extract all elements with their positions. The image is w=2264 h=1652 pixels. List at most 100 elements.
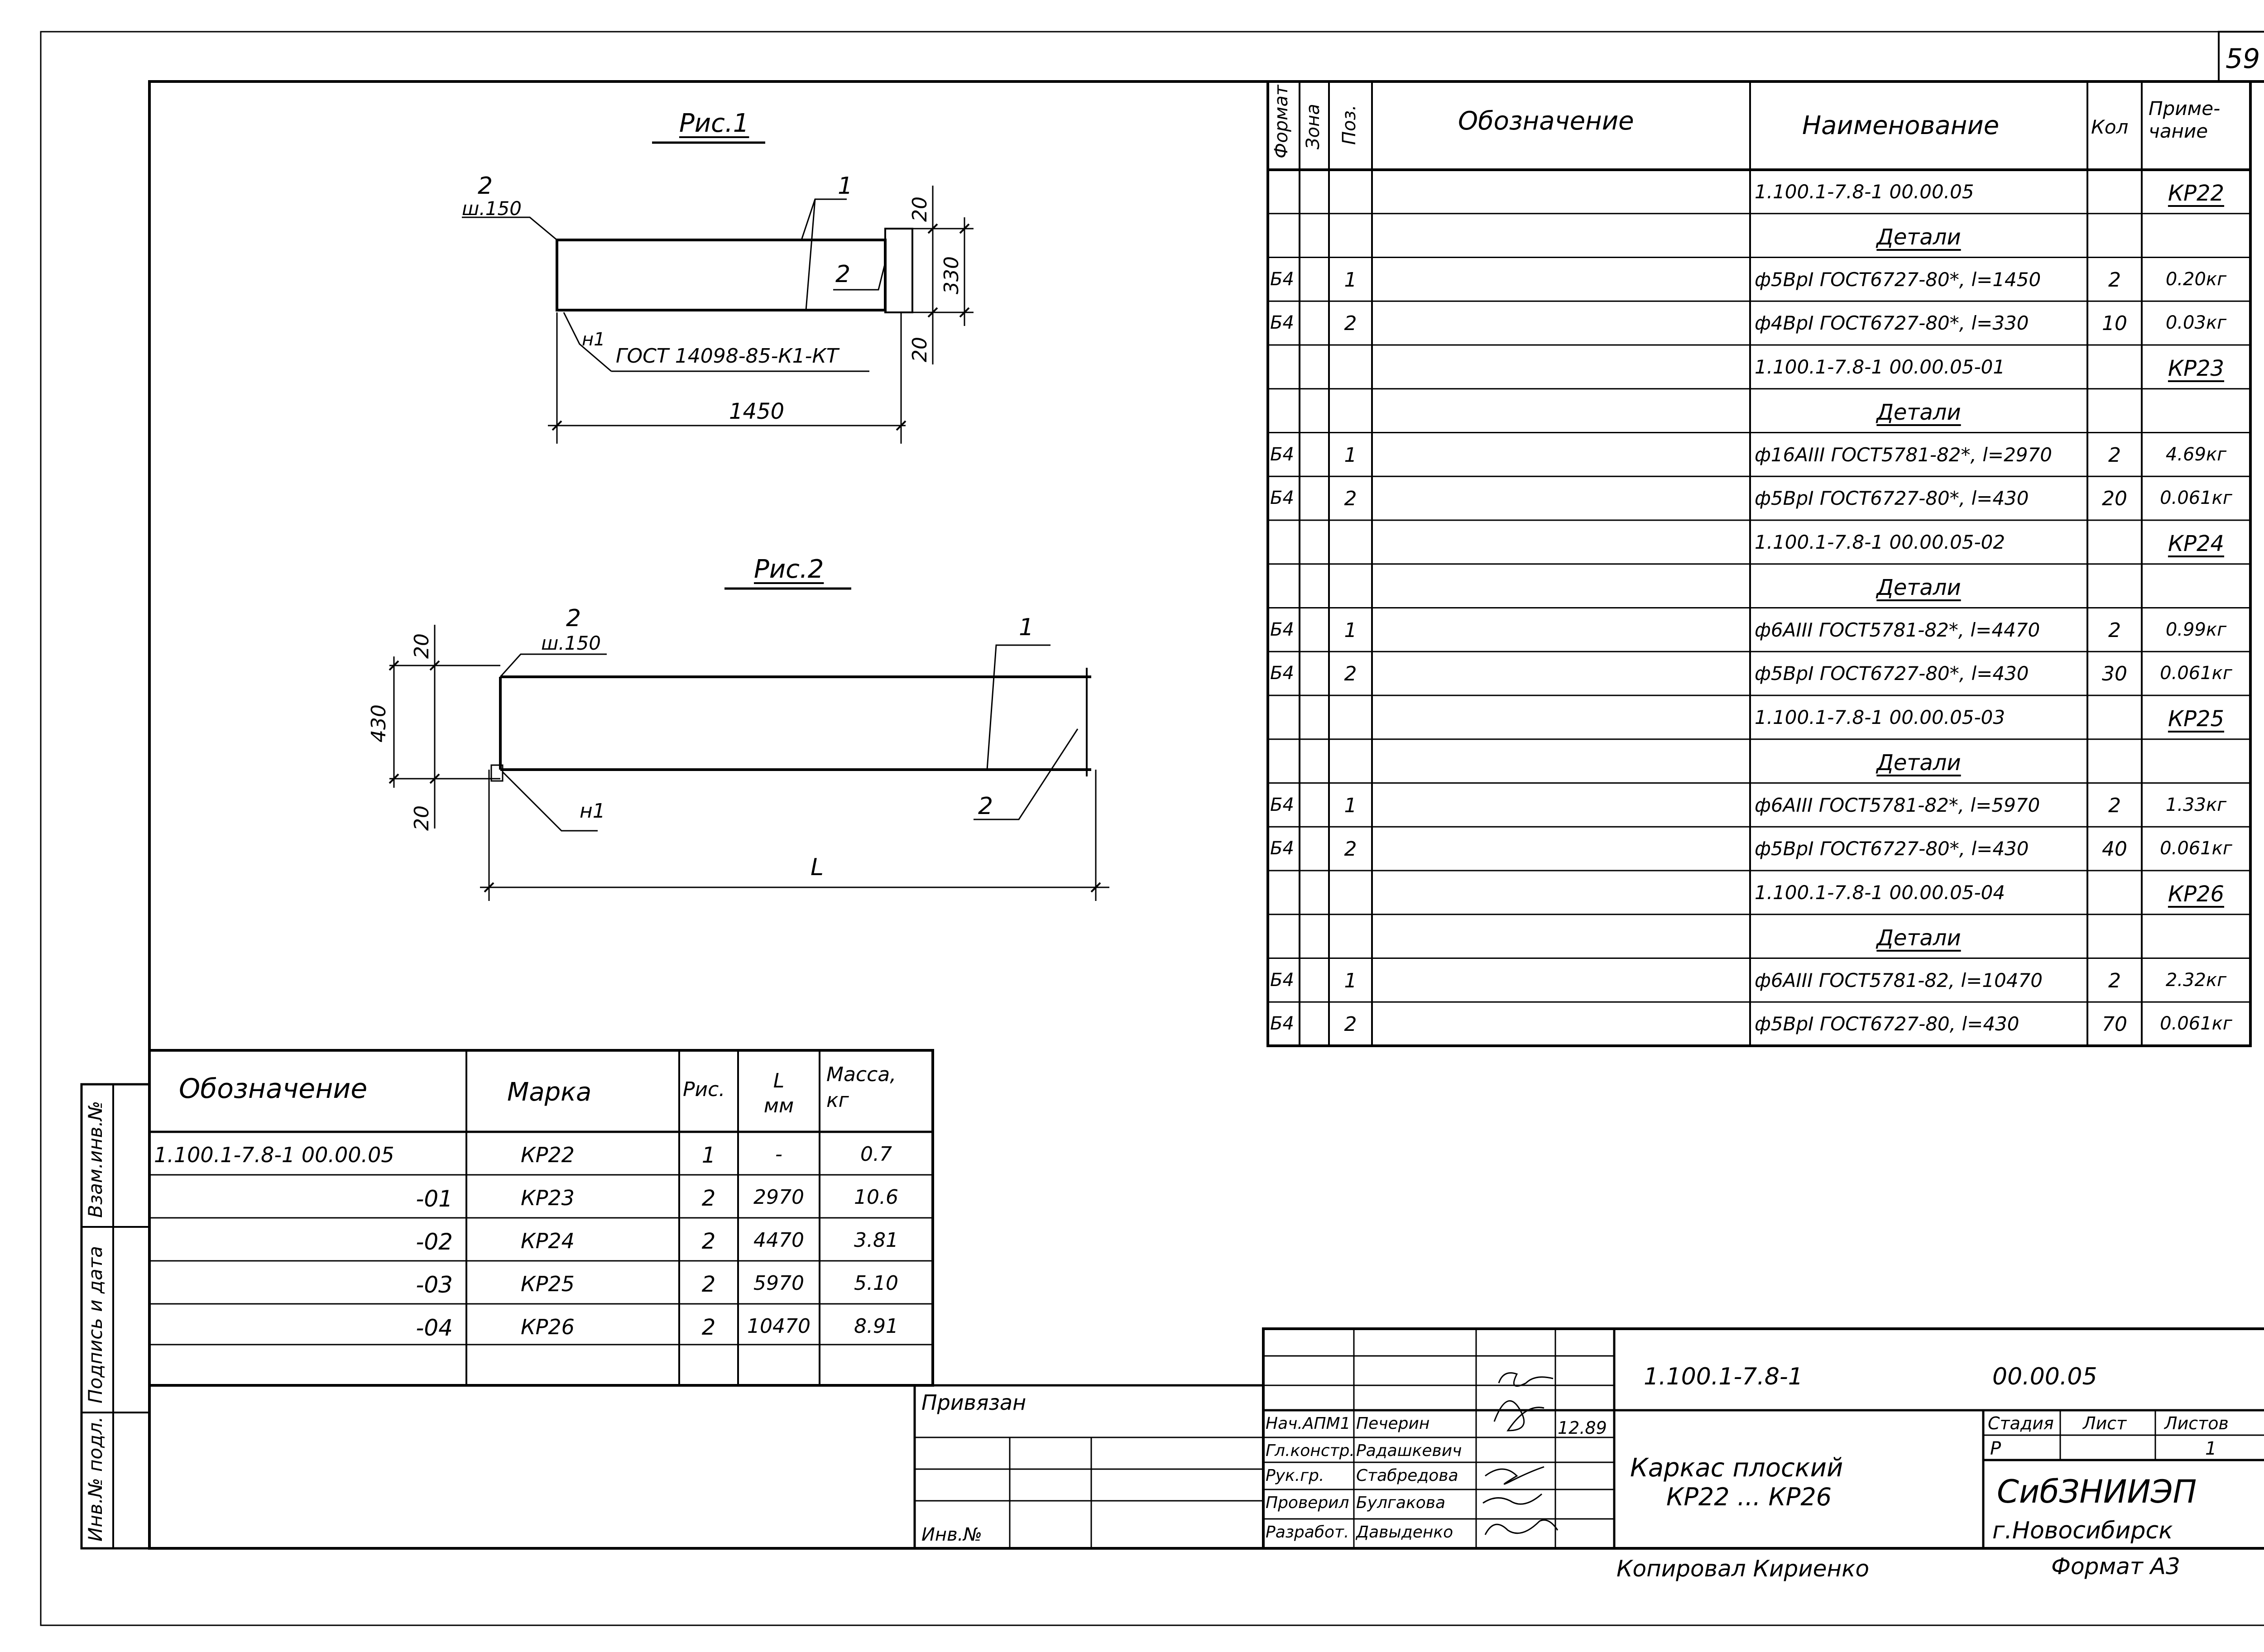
fig1-pos1-label: 1 — [838, 172, 853, 200]
marks-cell-mark: КР22 — [521, 1143, 575, 1167]
spec-cell-name-heading: Детали — [1876, 399, 1961, 425]
marks-cell-len: 4470 — [753, 1229, 804, 1252]
side-sign-date: Подпись и дата — [84, 1246, 106, 1403]
spec-cell-name: ф6АIII ГОСТ5781-82*, l=5970 — [1755, 794, 2040, 816]
spec-cell-name: 1.100.1-7.8-1 00.00.05-04 — [1755, 881, 2005, 904]
spec-cell-format: Б4 — [1270, 794, 1294, 815]
fig1-pos2b-label: 2 — [835, 261, 851, 288]
stamp-sheets-label: Листов — [2164, 1413, 2229, 1433]
marks-cell-mass: 3.81 — [854, 1229, 898, 1252]
spec-cell-pos: 2 — [1344, 662, 1357, 686]
spec-cell-name-heading: Детали — [1876, 224, 1961, 250]
marks-cell-designation: -04 — [416, 1315, 453, 1341]
marks-cell-mark: КР26 — [521, 1315, 575, 1339]
tie-inv-label: Инв.№ — [921, 1524, 982, 1545]
spec-cell-name: ф4ВрI ГОСТ6727-80*, l=330 — [1755, 312, 2029, 335]
stamp-stage-label: Стадия — [1988, 1413, 2054, 1433]
marks-cell-mass: 5.10 — [854, 1272, 898, 1295]
spec-cell-qty: 2 — [2108, 268, 2121, 292]
fig1-gost-label: ГОСТ 14098-85-К1-КТ — [616, 345, 839, 368]
marks-cell-fig: 2 — [701, 1315, 716, 1340]
marks-cell-mass: 8.91 — [854, 1315, 898, 1338]
spec-cell-format: Б4 — [1270, 268, 1294, 290]
spec-cell-name-heading: Детали — [1876, 575, 1961, 600]
fig1-pos2-label: 2 — [478, 172, 493, 200]
stamp-role: Проверил — [1266, 1494, 1349, 1512]
spec-cell-qty: 10 — [2102, 312, 2127, 335]
fig2-pos2-step: ш.150 — [541, 632, 601, 654]
fig1-dim-mid: 330 — [940, 256, 963, 294]
spec-cell-qty: 70 — [2102, 1013, 2127, 1036]
spec-cell-note: 4.69кг — [2165, 444, 2227, 465]
spec-cell-qty: 20 — [2102, 487, 2127, 511]
fig2-title: Рис.2 — [754, 555, 824, 584]
fig2-dim-mid: 430 — [367, 704, 390, 742]
marks-cell-designation: -02 — [416, 1229, 453, 1255]
fig1-pos2-step: ш.150 — [462, 197, 522, 220]
stamp-sheet-label: Лист — [2083, 1413, 2127, 1433]
spec-header-qty: Кол — [2091, 116, 2129, 138]
spec-cell-format: Б4 — [1270, 1013, 1294, 1034]
spec-cell-note: 0.061кг — [2160, 488, 2232, 509]
stamp-role: Разработ. — [1266, 1523, 1349, 1542]
marks-cell-len: 2970 — [753, 1186, 804, 1209]
spec-cell-qty: 2 — [2108, 443, 2121, 467]
stamp-date: 12.89 — [1558, 1418, 1607, 1438]
spec-cell-note-mark: КР26 — [2168, 881, 2225, 907]
spec-cell-note: 0.03кг — [2165, 312, 2227, 334]
spec-cell-name: ф5ВрI ГОСТ6727-80*, l=430 — [1755, 662, 2029, 685]
fig2-dim-top: 20 — [410, 633, 433, 659]
spec-cell-format: Б4 — [1270, 619, 1294, 640]
spec-cell-pos: 1 — [1344, 443, 1357, 467]
marks-cell-fig: 1 — [701, 1143, 716, 1168]
stamp-title-line2: КР22 ... КР26 — [1666, 1483, 1832, 1511]
stamp-person-name: Давыденко — [1356, 1523, 1453, 1542]
side-inv-orig: Инв.№ подл. — [84, 1416, 106, 1542]
marks-cell-mark: КР23 — [521, 1186, 575, 1210]
spec-cell-format: Б4 — [1270, 312, 1294, 334]
spec-cell-format: Б4 — [1270, 838, 1294, 859]
tie-label: Привязан — [921, 1390, 1026, 1415]
spec-cell-format: Б4 — [1270, 969, 1294, 991]
marks-cell-len: - — [775, 1143, 782, 1166]
fig2-length-label: L — [811, 854, 824, 881]
marks-header-fig: Рис. — [683, 1078, 725, 1101]
spec-header-format: Формат — [1271, 85, 1292, 158]
stamp-format: Формат А3 — [2051, 1553, 2180, 1580]
spec-cell-note: 0.99кг — [2165, 619, 2227, 640]
fig1-dim-bot: 20 — [908, 337, 931, 362]
spec-header-zone: Зона — [1303, 104, 1324, 149]
spec-cell-note-mark: КР22 — [2168, 181, 2225, 206]
spec-cell-pos: 1 — [1344, 969, 1357, 992]
side-inv-subst: Взам.инв.№ — [84, 1101, 106, 1218]
spec-cell-note: 0.061кг — [2160, 1013, 2232, 1034]
spec-cell-name: ф5ВрI ГОСТ6727-80*, l=430 — [1755, 487, 2029, 510]
stamp-doc: 00.00.05 — [1992, 1363, 2097, 1390]
spec-cell-format: Б4 — [1270, 444, 1294, 465]
spec-cell-pos: 2 — [1344, 838, 1357, 861]
spec-cell-name-heading: Детали — [1876, 925, 1961, 951]
marks-cell-fig: 2 — [701, 1272, 716, 1297]
marks-cell-mark: КР25 — [521, 1272, 575, 1296]
marks-cell-len: 5970 — [753, 1272, 804, 1295]
fig1-weld-label: н1 — [582, 329, 605, 350]
stamp-person-name: Булгакова — [1356, 1494, 1446, 1512]
spec-cell-name: ф5ВрI ГОСТ6727-80*, l=1450 — [1755, 268, 2041, 291]
spec-cell-note: 0.061кг — [2160, 838, 2232, 859]
spec-cell-name: 1.100.1-7.8-1 00.00.05-03 — [1755, 706, 2005, 728]
fig1-dim-top: 20 — [908, 196, 931, 222]
spec-cell-format: Б4 — [1270, 488, 1294, 509]
stamp-role: Рук.гр. — [1266, 1466, 1324, 1485]
marks-cell-mass: 10.6 — [854, 1186, 898, 1209]
spec-cell-name: ф5ВрI ГОСТ6727-80*, l=430 — [1755, 838, 2029, 860]
stamp-org: СибЗНИИЭП — [1997, 1473, 2197, 1510]
spec-cell-name: 1.100.1-7.8-1 00.00.05-01 — [1755, 356, 2005, 378]
stamp-person-name: Радашкевич — [1356, 1441, 1462, 1460]
spec-cell-name: 1.100.1-7.8-1 00.00.05 — [1755, 181, 1974, 203]
spec-cell-name: ф5ВрI ГОСТ6727-80, l=430 — [1755, 1013, 2019, 1035]
marks-cell-mark: КР24 — [521, 1229, 575, 1253]
spec-cell-name-heading: Детали — [1876, 750, 1961, 776]
stamp-role: Нач.АПМ1 — [1266, 1414, 1351, 1433]
stamp-city: г.Новосибирск — [1992, 1517, 2173, 1544]
spec-cell-name: ф6АIII ГОСТ5781-82*, l=4470 — [1755, 618, 2040, 641]
